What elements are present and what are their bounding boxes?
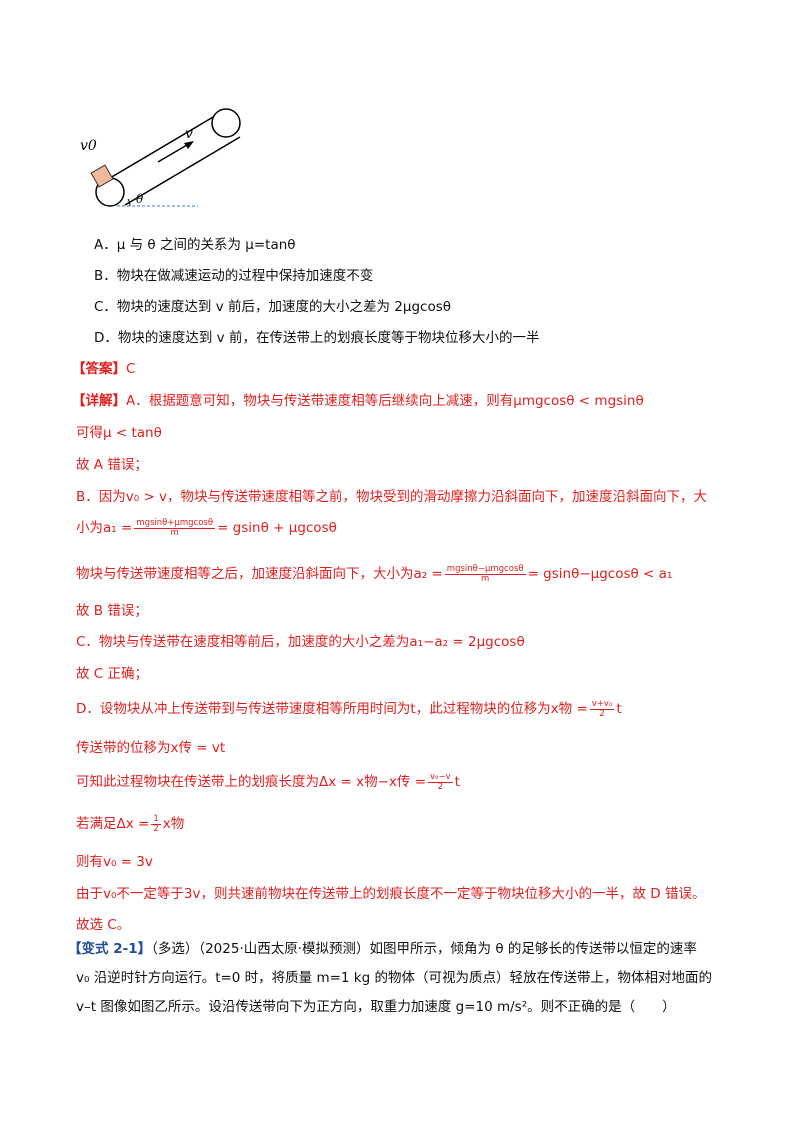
fraction-den: 2 — [437, 781, 444, 792]
fraction-num: mgsinθ+μmgcosθ — [134, 517, 216, 529]
fraction-den: 2 — [153, 823, 159, 834]
belt-bottom-edge — [124, 136, 241, 206]
answer-value: C — [126, 361, 136, 377]
l12-post: t — [454, 774, 460, 790]
answer-line: 【答案】C — [72, 357, 135, 377]
detail-l15: 由于v₀不一定等于3v，则共速前物块在传送带上的划痕长度不一定等于物块位移大小的… — [76, 886, 706, 902]
option-a: A．μ 与 θ 之间的关系为 μ=tanθ — [94, 237, 296, 253]
l13-post: x物 — [162, 816, 185, 832]
detail-line-1: 【详解】A．根据题意可知，物块与传送带速度相等后继续向上减速，则有μmgcosθ… — [72, 389, 644, 409]
label-v: v — [185, 126, 193, 142]
l5-post: = gsinθ + μgcosθ — [217, 520, 337, 536]
detail-l9: 故 C 正确； — [76, 666, 149, 682]
option-b: B．物块在做减速运动的过程中保持加速度不变 — [94, 268, 374, 284]
arrow-head — [184, 141, 194, 149]
detail-l6: 物块与传送带速度相等之后，加速度沿斜面向下，大小为a₂ =mgsinθ−μmgc… — [76, 562, 672, 584]
belt-top-edge — [109, 109, 226, 179]
fraction-num: v₀−v — [428, 771, 453, 783]
label-v0: v0 — [80, 138, 97, 154]
detail-l1: A．根据题意可知，物块与传送带速度相等后继续向上减速，则有μmgcosθ < m… — [126, 393, 644, 409]
answer-head: 【答案】 — [72, 361, 126, 377]
upper-roller — [211, 108, 241, 138]
variant-l2: v₀ 沿逆时针方向运行。t=0 时，将质量 m=1 kg 的物体（可视为质点）轻… — [76, 970, 712, 986]
conveyor-belt-figure: v0 v θ — [80, 108, 241, 207]
l13-pre: 若满足Δx = — [76, 816, 150, 832]
angle-arc — [127, 198, 131, 207]
detail-l10: D．设物块从冲上传送带到与传送带速度相等所用时间为t，此过程物块的位移为x物 =… — [76, 697, 622, 719]
detail-l16: 故选 C。 — [76, 917, 131, 933]
detail-l14: 则有v₀ = 3v — [76, 854, 153, 870]
detail-l3: 故 A 错误； — [76, 457, 148, 473]
l10-pre: D．设物块从冲上传送带到与传送带速度相等所用时间为t，此过程物块的位移为x物 = — [76, 701, 588, 717]
variant-line-1: 【变式 2-1】（多选）（2025·山西太原·模拟预测）如图甲所示，倾角为 θ … — [68, 937, 697, 957]
block — [90, 164, 114, 188]
variant-l1: （多选）（2025·山西太原·模拟预测）如图甲所示，倾角为 θ 的足够长的传送带… — [151, 941, 697, 957]
l10-post: t — [616, 701, 622, 717]
detail-l2: 可得μ < tanθ — [76, 425, 162, 441]
l6-post: = gsinθ−μgcosθ < a₁ — [527, 566, 673, 582]
fraction-num: v+v₀ — [589, 698, 615, 710]
option-d: D．物块的速度达到 v 前，在传送带上的划痕长度等于物块位移大小的一半 — [94, 330, 540, 346]
label-v0-text: v0 — [80, 138, 97, 154]
l12-pre: 可知此过程物块在传送带上的划痕长度为Δx = x物−x传 = — [76, 774, 427, 790]
variant-head: 【变式 2-1】 — [68, 941, 152, 957]
detail-l11: 传送带的位移为x传 = vt — [76, 740, 226, 756]
fraction-den: m — [481, 573, 490, 584]
fraction-num: 1 — [151, 813, 161, 825]
option-c: C．物块的速度达到 v 前后，加速度的大小之差为 2μgcosθ — [94, 299, 452, 315]
detail-l8: C．物块与传送带在速度相等前后，加速度的大小之差为a₁−a₂ = 2μgcosθ — [76, 634, 525, 650]
fraction-den: 2 — [599, 708, 605, 719]
detail-l7: 故 B 错误； — [76, 603, 148, 619]
detail-head: 【详解】 — [72, 393, 126, 409]
fraction-den: m — [170, 527, 179, 538]
label-theta: θ — [136, 192, 144, 206]
fraction-num: mgsinθ−μmgcosθ — [444, 563, 526, 575]
detail-l4: B．因为v₀ > v，物块与传送带速度相等之前，物块受到的滑动摩擦力沿斜面向下，… — [76, 489, 708, 505]
l6-pre: 物块与传送带速度相等之后，加速度沿斜面向下，大小为a₂ = — [76, 566, 443, 582]
variant-l3: v–t 图像如图乙所示。设沿传送带向下为正方向，取重力加速度 g=10 m/s²… — [76, 999, 676, 1015]
l5-pre: 小为a₁ = — [76, 520, 133, 536]
